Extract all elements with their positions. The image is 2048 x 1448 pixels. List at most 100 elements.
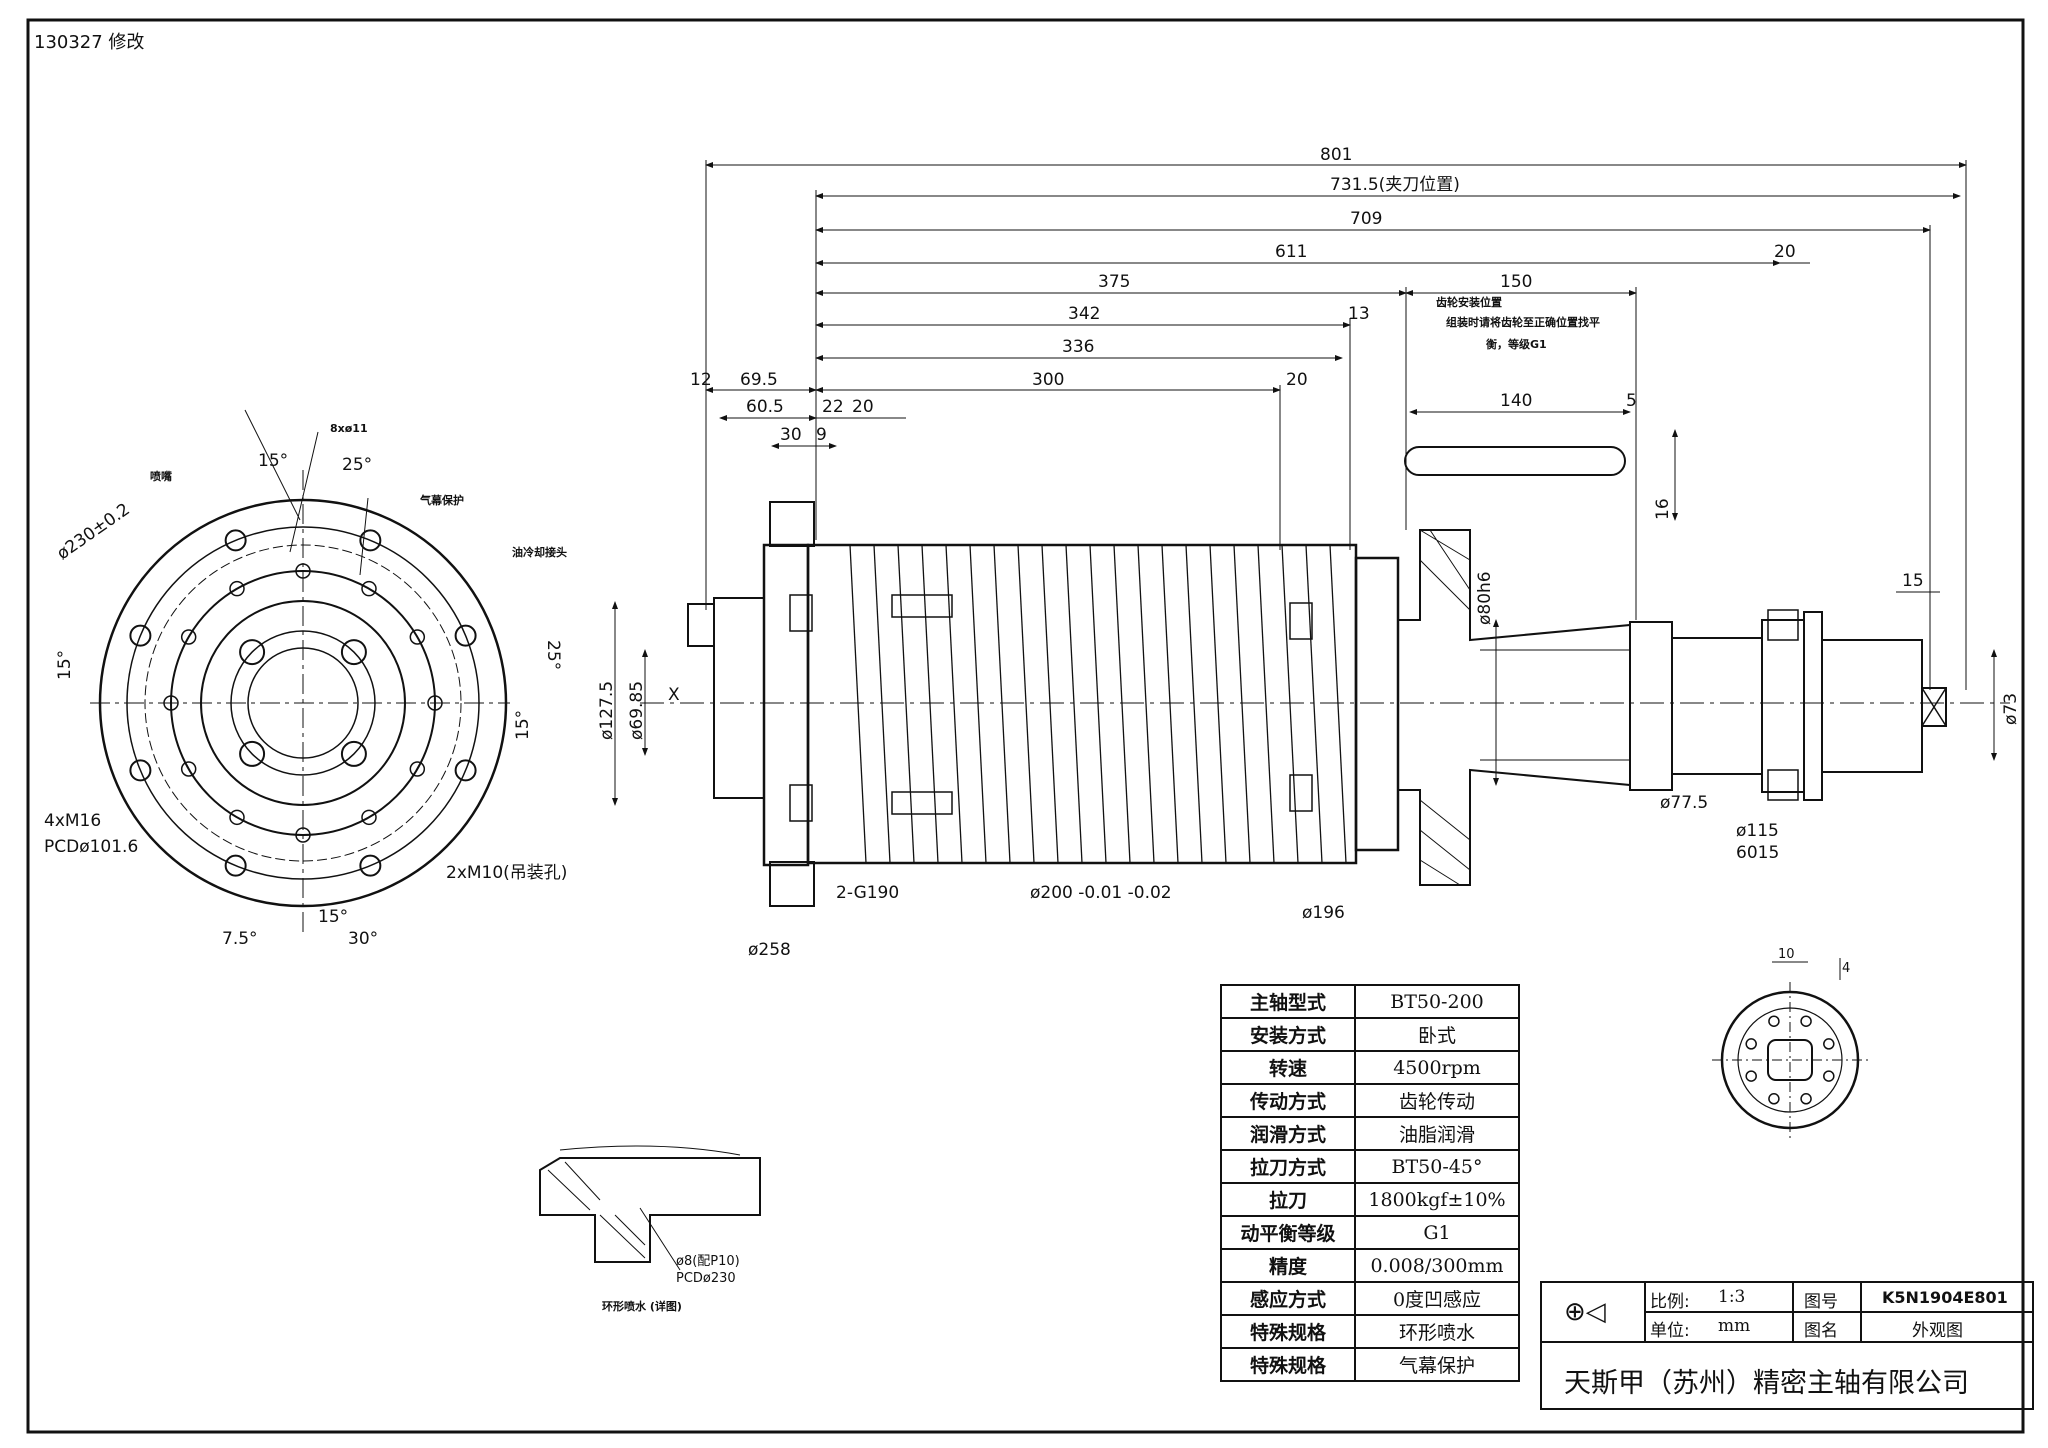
dimension-texts: 801 731.5(夹刀位置) 709 611 20 375 150 342 1… — [597, 145, 2021, 960]
mounting-hole — [295, 563, 311, 579]
unit-value: mm — [1718, 1316, 1751, 1336]
label-angle-25a: 25° — [342, 455, 372, 475]
dim-dia-77-5: ø77.5 — [1660, 793, 1708, 813]
coil-line — [1305, 544, 1323, 864]
coil-line — [1281, 544, 1299, 864]
coil-line — [969, 544, 987, 864]
drawing-name: 外观图 — [1912, 1321, 1963, 1341]
dim-300: 300 — [1032, 370, 1064, 390]
drawing-no: K5N1904E801 — [1882, 1288, 2008, 1307]
label-end-10: 10 — [1778, 947, 1795, 962]
dim-336: 336 — [1062, 337, 1094, 357]
end-bolt-hole — [1800, 1093, 1812, 1105]
spec-value: 4500rpm — [1354, 1050, 1520, 1085]
dim-9: 9 — [816, 425, 827, 445]
end-bolt-hole — [1745, 1070, 1757, 1082]
dimension-lines — [612, 160, 1997, 806]
mounting-hole — [180, 629, 197, 645]
mounting-hole — [409, 629, 426, 645]
coil-line — [849, 544, 867, 864]
bolt-holes — [129, 529, 477, 877]
mounting-hole — [361, 809, 377, 826]
dim-342: 342 — [1068, 304, 1100, 324]
dim-801: 801 — [1320, 145, 1352, 165]
label-pcd230-detail: PCDø230 — [676, 1271, 736, 1286]
label-oil-cooling: 油冷却接头 — [512, 545, 567, 559]
label-angle-15d: 15° — [318, 907, 348, 927]
dim-dia-200: ø200 -0.01 -0.02 — [1030, 883, 1172, 903]
coil-line — [1161, 544, 1179, 864]
dim-dia-73: ø73 — [2001, 693, 2021, 725]
end-detail-labels: 10 4 — [1778, 947, 1850, 976]
end-detail — [1712, 958, 1868, 1138]
dim-dia-196: ø196 — [1302, 903, 1345, 923]
front-view — [90, 409, 510, 935]
dim-dia-127-5: ø127.5 — [597, 681, 617, 740]
label-4xm16: 4xM16 — [44, 811, 101, 831]
mounting-hole — [180, 761, 197, 777]
spec-key: 主轴型式 — [1220, 984, 1356, 1019]
spec-key: 拉刀方式 — [1220, 1149, 1356, 1184]
cooling-groove-coils — [849, 544, 1347, 864]
coil-line — [1185, 544, 1203, 864]
coil-line — [1041, 544, 1059, 864]
dim-5: 5 — [1626, 391, 1637, 411]
note-gear-3: 衡，等级G1 — [1486, 337, 1547, 351]
side-view — [640, 446, 2010, 907]
spec-key: 动平衡等级 — [1220, 1215, 1356, 1250]
dim-axis-x: X — [668, 685, 680, 705]
spec-key: 特殊规格 — [1220, 1314, 1356, 1349]
label-angle-25b: 25° — [543, 640, 563, 670]
label-2xm10: 2xM10(吊装孔) — [446, 863, 567, 883]
label-pcd101: PCDø101.6 — [44, 837, 138, 857]
spec-value: BT50-200 — [1354, 984, 1520, 1019]
dim-140: 140 — [1500, 391, 1532, 411]
note-gear-2: 组装时请将齿轮至正确位置找平 — [1446, 315, 1600, 329]
label-angle-30: 30° — [348, 929, 378, 949]
flange-bolt-hole — [129, 624, 152, 647]
dim-12: 12 — [690, 370, 712, 390]
m16-hole — [340, 740, 367, 767]
dim-20-right: 20 — [1774, 242, 1796, 262]
coil-line — [1065, 544, 1083, 864]
spec-key: 传动方式 — [1220, 1083, 1356, 1118]
spec-row: 安装方式卧式 — [1220, 1017, 1520, 1052]
dim-dia-80h6: ø80h6 — [1475, 571, 1495, 625]
dim-dia-258: ø258 — [748, 940, 791, 960]
end-bolt-hole — [1768, 1015, 1780, 1027]
dim-731-5: 731.5(夹刀位置) — [1330, 175, 1460, 195]
dim-60-5: 60.5 — [746, 397, 784, 417]
label-angle-15c: 15° — [55, 650, 75, 680]
dim-150: 150 — [1500, 272, 1532, 292]
spec-key: 转速 — [1220, 1050, 1356, 1085]
spec-value: BT50-45° — [1354, 1149, 1520, 1184]
coil-line — [1017, 544, 1035, 864]
end-detail-holes — [1745, 1015, 1835, 1105]
dim-30: 30 — [780, 425, 802, 445]
scale-value: 1:3 — [1718, 1287, 1746, 1307]
end-bolt-hole — [1745, 1038, 1757, 1050]
mounting-hole — [295, 827, 311, 843]
label-angle-15b: 15° — [513, 710, 533, 740]
label-nozzle: 喷嘴 — [150, 469, 172, 483]
dim-16: 16 — [1653, 498, 1673, 520]
m16-hole — [239, 639, 266, 666]
coil-line — [1257, 544, 1275, 864]
projection-symbol-icon: ⊕◁ — [1564, 1297, 1606, 1327]
end-bolt-hole — [1800, 1015, 1812, 1027]
spec-row: 润滑方式油脂润滑 — [1220, 1116, 1520, 1151]
flange-bolt-hole — [359, 854, 382, 877]
spec-value: 0度凹感应 — [1354, 1281, 1520, 1316]
dim-15: 15 — [1902, 571, 1924, 591]
spec-row: 特殊规格气幕保护 — [1220, 1347, 1520, 1382]
coil-line — [1113, 544, 1131, 864]
mounting-hole — [229, 580, 245, 597]
section-detail — [539, 1145, 761, 1271]
coil-line — [873, 544, 891, 864]
